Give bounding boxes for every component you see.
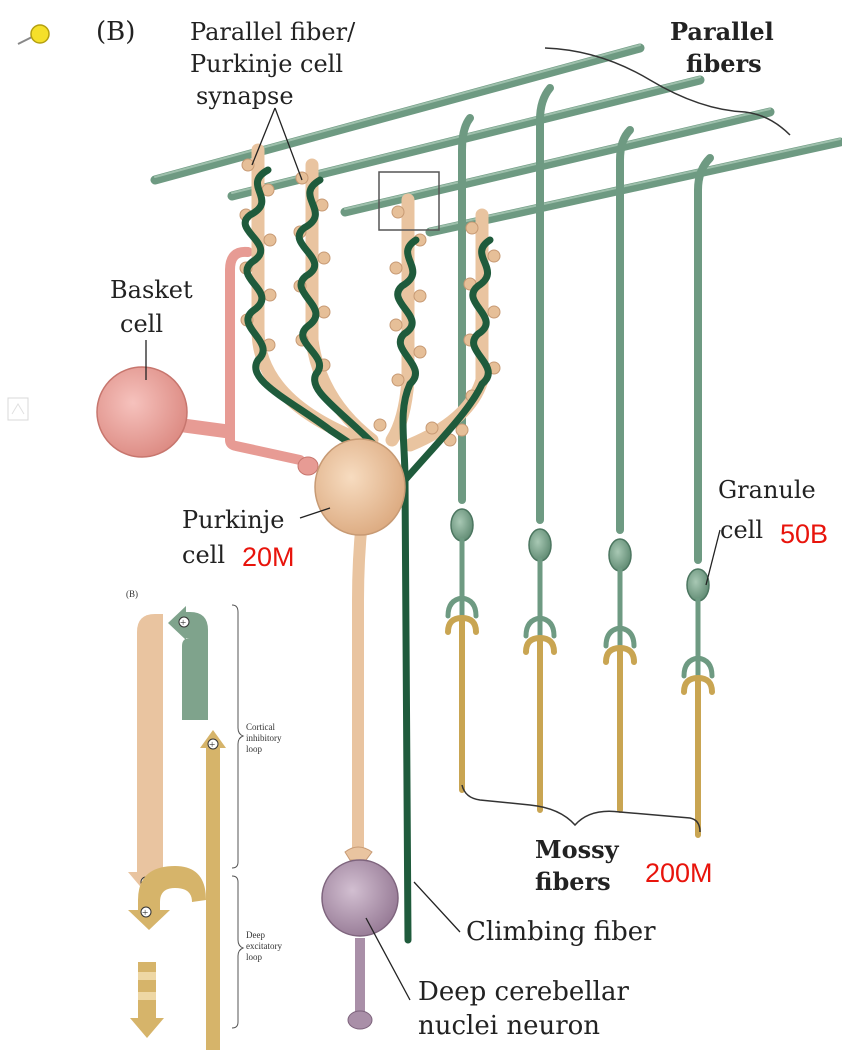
label-parallel-fibers-1: Parallel: [670, 17, 774, 46]
label-purkinje-1: Purkinje: [182, 506, 284, 534]
inset-deep-label-3: loop: [246, 952, 263, 962]
label-pf-synapse-1: Parallel fiber/: [190, 18, 356, 46]
label-pf-synapse-3: synapse: [196, 82, 294, 110]
purkinje-cell: [315, 439, 405, 860]
inset-plus-sign-top: +: [180, 617, 186, 629]
deep-nucleus-neuron: [322, 860, 398, 1029]
inset-deep-label-2: excitatory: [246, 941, 282, 951]
parallel-fiber: [430, 142, 840, 232]
label-climbing-fiber: Climbing fiber: [466, 917, 656, 947]
basket-cell-body: [97, 367, 187, 457]
label-mossy-1: Mossy: [535, 835, 620, 864]
count-mossy: 200M: [645, 858, 713, 888]
inset-output-arrowhead: [130, 1018, 164, 1038]
inset-deep-brace: [232, 876, 243, 1028]
inset-inhibitory-path: [137, 614, 163, 872]
label-parallel-fibers-2: fibers: [686, 49, 762, 78]
leader-lines: [146, 108, 720, 1000]
granule-cell-body: [451, 509, 473, 541]
mossy-fibers-bracket: [462, 785, 700, 832]
granule-cell-body: [529, 529, 551, 561]
count-purkinje: 20M: [242, 542, 295, 572]
label-deep-2: nuclei neuron: [418, 1011, 600, 1041]
faded-thumbnail-icon: [8, 398, 28, 420]
label-granule-1: Granule: [718, 476, 816, 504]
label-mossy-2: fibers: [535, 867, 611, 896]
mossy-fibers-group: [448, 618, 712, 835]
granule-cells: [448, 509, 712, 676]
label-basket-1: Basket: [110, 276, 193, 304]
inset-plus-sign-mid: +: [209, 739, 215, 751]
label-granule-2: cell: [720, 516, 763, 544]
granule-cell-body: [687, 569, 709, 601]
label-pf-synapse-2: Purkinje cell: [190, 50, 343, 78]
inset-cortical-label-1: Cortical: [246, 722, 275, 732]
count-granule: 50B: [780, 519, 828, 549]
inset-mossy-path: [206, 748, 220, 1050]
inset-cortical-label-2: inhibitory: [246, 733, 282, 743]
granule-cell-body: [609, 539, 631, 571]
inset-plus-sign-bottom: +: [142, 907, 148, 919]
purkinje-cell-body: [315, 439, 405, 535]
label-basket-2: cell: [120, 310, 163, 338]
inset-deep-label-1: Deep: [246, 930, 265, 940]
inset-cortical-brace: [232, 605, 243, 868]
panel-label: (B): [96, 17, 135, 47]
inset-panel-label: (B): [126, 589, 138, 599]
pin-icon: [18, 25, 49, 44]
inset-loop-diagram: (B) − + + + Cortical inhibitory loop Dee…: [126, 589, 282, 1050]
inset-cortical-label-3: loop: [246, 744, 263, 754]
label-deep-1: Deep cerebellar: [418, 977, 629, 1007]
label-purkinje-2: cell: [182, 541, 225, 569]
deep-nucleus-body: [322, 860, 398, 936]
